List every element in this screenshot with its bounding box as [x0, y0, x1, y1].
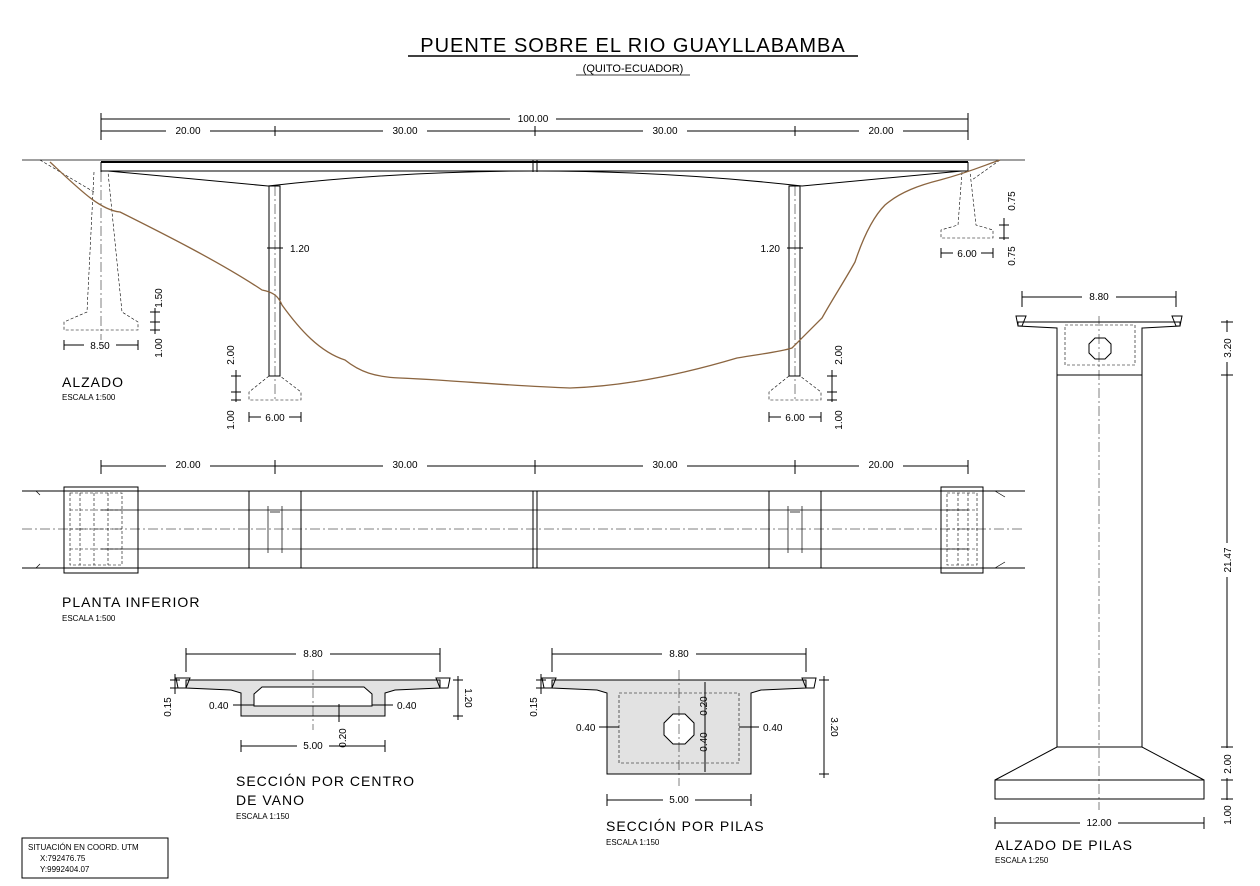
left-abutment: 8.50 1.50 1.00 [39, 159, 165, 358]
location-x: X:792476.75 [40, 854, 86, 863]
midspan-dim-flange: 0.15 [163, 697, 174, 717]
location-box: SITUACIÓN EN COORD. UTM X:792476.75 Y:99… [21, 837, 169, 879]
dim-left-pier-width: 1.20 [290, 244, 310, 255]
dim-right-footing-base: 1.00 [834, 410, 845, 430]
dim-left-footing-height: 2.00 [226, 345, 237, 365]
midspan-dim-width: 8.80 [303, 649, 323, 660]
pier-section-dim-flange: 0.15 [529, 697, 540, 717]
plan-right-pier [768, 490, 822, 569]
midspan-label-line1: SECCIÓN POR CENTRO [236, 773, 415, 789]
plan-dim-span-1: 20.00 [175, 460, 200, 471]
midspan-section: 8.80 0.15 0.40 0.40 1.20 0.20 5.00 SECCI… [163, 648, 473, 821]
dim-right-abut-height: 0.75 [1007, 191, 1018, 211]
dim-left-abut-base: 1.00 [154, 338, 165, 358]
midspan-dim-web-right: 0.40 [397, 701, 417, 712]
pier-section-scale: ESCALA 1:150 [606, 838, 660, 847]
pier-section-dim-top-slab: 0.20 [699, 696, 710, 716]
plan-view: 20.00 30.00 30.00 20.00 PLANTA INFERIOR … [22, 459, 1025, 623]
drawing-title: PUENTE SOBRE EL RIO GUAYLLABAMBA [420, 35, 845, 57]
elevation-scale: ESCALA 1:500 [62, 393, 116, 402]
dim-span-1: 20.00 [175, 126, 200, 137]
pier-section-dim-width: 8.80 [669, 649, 689, 660]
dim-left-abut-width: 8.50 [90, 341, 110, 352]
dim-right-abut-width: 6.00 [957, 249, 977, 260]
dim-span-2: 30.00 [392, 126, 417, 137]
midspan-dim-web-left: 0.40 [209, 701, 229, 712]
pier-elev-shaft [1056, 374, 1143, 748]
drawing-subtitle: (QUITO-ECUADOR) [583, 63, 684, 75]
pier-elev-footing [994, 746, 1205, 781]
title-block: PUENTE SOBRE EL RIO GUAYLLABAMBA (QUITO-… [408, 35, 858, 76]
pier-elevation: 8.80 3.20 21.47 2.00 1.00 12.00 ALZADO D… [994, 291, 1234, 865]
dim-right-footing-height: 2.00 [834, 345, 845, 365]
midspan-dim-bottom-width: 5.00 [303, 741, 323, 752]
pier-elev-dim-base-width: 12.00 [1086, 818, 1111, 829]
dim-left-footing-width: 6.00 [265, 413, 285, 424]
plan-dim-span-2: 30.00 [392, 460, 417, 471]
elevation-view: 100.00 20.00 30.00 30.00 20.00 [22, 112, 1025, 430]
plan-left-pier [248, 490, 302, 569]
pier-section-dim-web-right: 0.40 [763, 723, 783, 734]
pier-elev-dim-base-height: 1.00 [1223, 805, 1234, 825]
right-abutment: 6.00 0.75 0.75 [940, 159, 1018, 266]
midspan-dim-bottom-slab: 0.20 [338, 728, 349, 748]
pier-elev-base [994, 779, 1205, 800]
pier-section-dim-height: 3.20 [828, 717, 839, 737]
pier-section-label: SECCIÓN POR PILAS [606, 818, 765, 834]
dim-right-abut-base: 0.75 [1007, 246, 1018, 266]
pier-section-dim-bottom-width: 5.00 [669, 795, 689, 806]
dim-total-length: 100.00 [518, 114, 549, 125]
dim-left-abut-height: 1.50 [154, 288, 165, 308]
midspan-dim-height: 1.20 [462, 688, 473, 708]
dim-span-4: 20.00 [868, 126, 893, 137]
deck-soffit [107, 170, 963, 187]
plan-dim-span-3: 30.00 [652, 460, 677, 471]
pier-elev-dim-shaft-height: 21.47 [1223, 547, 1234, 572]
pier-elev-dim-cap-height: 3.20 [1223, 338, 1234, 358]
dim-right-pier-width: 1.20 [761, 244, 781, 255]
right-pier: 1.20 [761, 185, 822, 402]
pier-elev-octagon-void [1088, 337, 1112, 360]
plan-dim-span-4: 20.00 [868, 460, 893, 471]
pier-elev-scale: ESCALA 1:250 [995, 856, 1049, 865]
plan-left-abutment [63, 486, 139, 574]
left-pier: 1.20 [248, 185, 310, 402]
pier-section-dim-web-left: 0.40 [576, 723, 596, 734]
midspan-label-line2: DE VANO [236, 792, 305, 808]
pier-elev-label: ALZADO DE PILAS [995, 837, 1133, 853]
pier-section: 8.80 0.15 0.40 0.40 0.20 0.40 3.20 5.00 … [529, 648, 839, 847]
location-title: SITUACIÓN EN COORD. UTM [28, 843, 139, 852]
pier-elev-dim-top-width: 8.80 [1089, 292, 1109, 303]
elevation-label: ALZADO [62, 374, 124, 390]
pier-section-dim-bottom-slab: 0.40 [699, 732, 710, 752]
dim-span-3: 30.00 [652, 126, 677, 137]
terrain-profile [49, 159, 1001, 389]
plan-scale: ESCALA 1:500 [62, 614, 116, 623]
pier-elev-dim-footing-height: 2.00 [1223, 754, 1234, 774]
location-y: Y:9992404.07 [40, 865, 90, 874]
dim-left-footing-base: 1.00 [226, 410, 237, 430]
dim-right-footing-width: 6.00 [785, 413, 805, 424]
plan-label: PLANTA INFERIOR [62, 594, 200, 610]
plan-right-abutment [940, 486, 984, 574]
midspan-scale: ESCALA 1:150 [236, 812, 290, 821]
